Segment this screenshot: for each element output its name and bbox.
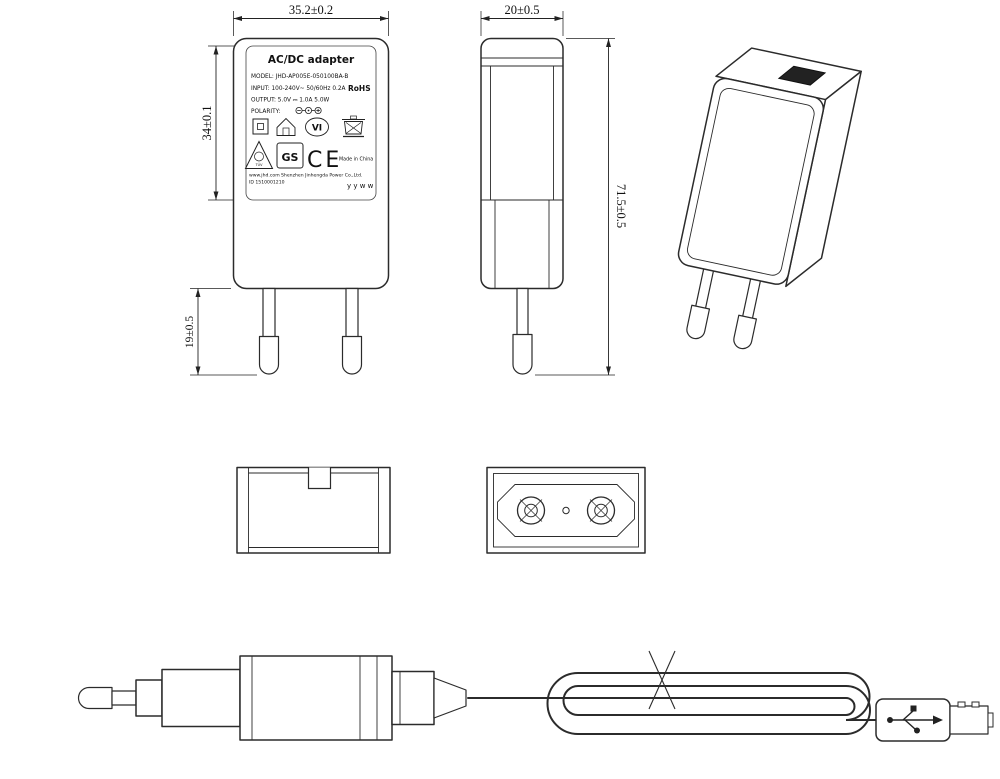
label-company: Shenzhen Jinhengda Power Co.,Ltd. bbox=[281, 173, 362, 179]
polarity-symbol-icon bbox=[295, 107, 322, 115]
assembly-pin-shaft bbox=[111, 690, 137, 706]
label-rohs: RoHS bbox=[348, 84, 371, 93]
gs-mark-icon: GS bbox=[276, 142, 304, 169]
label-polarity: POLARITY: bbox=[251, 109, 280, 115]
dimension-pin-length: 19±0.5 bbox=[184, 288, 257, 376]
cable-assembly bbox=[77, 650, 994, 742]
assembly-plug bbox=[77, 655, 467, 741]
adapter-body-side bbox=[480, 37, 564, 290]
dim-side-width-text: 20±0.5 bbox=[505, 3, 540, 17]
usb-tip-notch-2 bbox=[971, 701, 980, 708]
svg-text:TÜV: TÜV bbox=[255, 162, 264, 167]
ce-mark: CE bbox=[307, 148, 342, 173]
perspective-front-panel-line bbox=[686, 87, 815, 276]
dimension-label-height: 34±0.1 bbox=[200, 45, 243, 201]
svg-text:GS: GS bbox=[282, 151, 299, 164]
usb-port-slot bbox=[777, 65, 827, 86]
label-serial: ID 1510001210 bbox=[249, 180, 285, 186]
label-made-in: Made in China bbox=[339, 157, 373, 163]
perspective-pin-right bbox=[733, 270, 763, 350]
usb-cable bbox=[467, 672, 877, 735]
label-title: AC/DC adapter bbox=[268, 54, 355, 66]
usb-trident-icon bbox=[887, 705, 943, 734]
dim-label-height-text: 34±0.1 bbox=[200, 106, 214, 141]
center-hole bbox=[562, 506, 570, 515]
usb-opening-top-view bbox=[307, 467, 332, 490]
strain-relief bbox=[433, 677, 467, 719]
side-view: 20±0.5 71.5±0.5 bbox=[480, 3, 628, 376]
dimension-front-width: 35.2±0.2 bbox=[233, 3, 389, 36]
label-website: www.jhd.com bbox=[249, 173, 280, 179]
usb-tip-notch-1 bbox=[957, 701, 966, 708]
dimension-overall-height: 71.5±0.5 bbox=[535, 38, 628, 376]
bottom-view bbox=[486, 466, 646, 554]
top-view bbox=[236, 466, 391, 554]
bottom-view-outline bbox=[486, 466, 646, 554]
front-view: 35.2±0.2 34±0.1 19±0.5 bbox=[184, 3, 390, 376]
class2-insulation-icon bbox=[252, 118, 269, 135]
perspective-front-face bbox=[677, 77, 825, 285]
dim-pin-length-text: 19±0.5 bbox=[184, 316, 196, 348]
dim-front-width-text: 35.2±0.2 bbox=[289, 3, 333, 17]
label-model: MODEL: JHD-AP005E-050100BA-B bbox=[251, 74, 348, 80]
plug-pin-left bbox=[258, 287, 280, 375]
micro-usb-connector bbox=[875, 698, 994, 742]
efficiency-level-icon: VI bbox=[305, 117, 329, 137]
label-output: OUTPUT: 5.0V ⎓ 1.0A 5.0W bbox=[251, 98, 330, 104]
dim-overall-height-text: 71.5±0.5 bbox=[614, 184, 628, 228]
usb-tip-step bbox=[987, 712, 994, 728]
cable-tie bbox=[648, 650, 676, 710]
plug-pin-right bbox=[341, 287, 363, 375]
rating-label: AC/DC adapter MODEL: JHD-AP005E-050100BA… bbox=[244, 45, 377, 201]
tuv-mark-icon: TÜV bbox=[244, 140, 274, 169]
plug-pin-side bbox=[512, 287, 533, 375]
pin-base-outline bbox=[497, 484, 635, 537]
perspective-view bbox=[677, 47, 862, 350]
weee-bin-icon bbox=[342, 115, 365, 138]
pin-hole-right bbox=[586, 496, 616, 525]
svg-text:VI: VI bbox=[312, 124, 322, 134]
dimension-side-width: 20±0.5 bbox=[480, 3, 564, 36]
assembly-usb-endcap bbox=[391, 670, 435, 726]
label-input: INPUT: 100-240V~ 50/60Hz 0.2A bbox=[251, 86, 346, 92]
label-date-code: y y w w bbox=[347, 182, 374, 190]
assembly-adapter-body bbox=[239, 655, 393, 741]
pin-hole-left bbox=[516, 496, 546, 525]
usb-metal-tip bbox=[949, 705, 989, 735]
perspective-pin-left bbox=[686, 260, 716, 340]
indoor-use-icon bbox=[276, 117, 296, 136]
assembly-pin-tip bbox=[77, 686, 113, 710]
